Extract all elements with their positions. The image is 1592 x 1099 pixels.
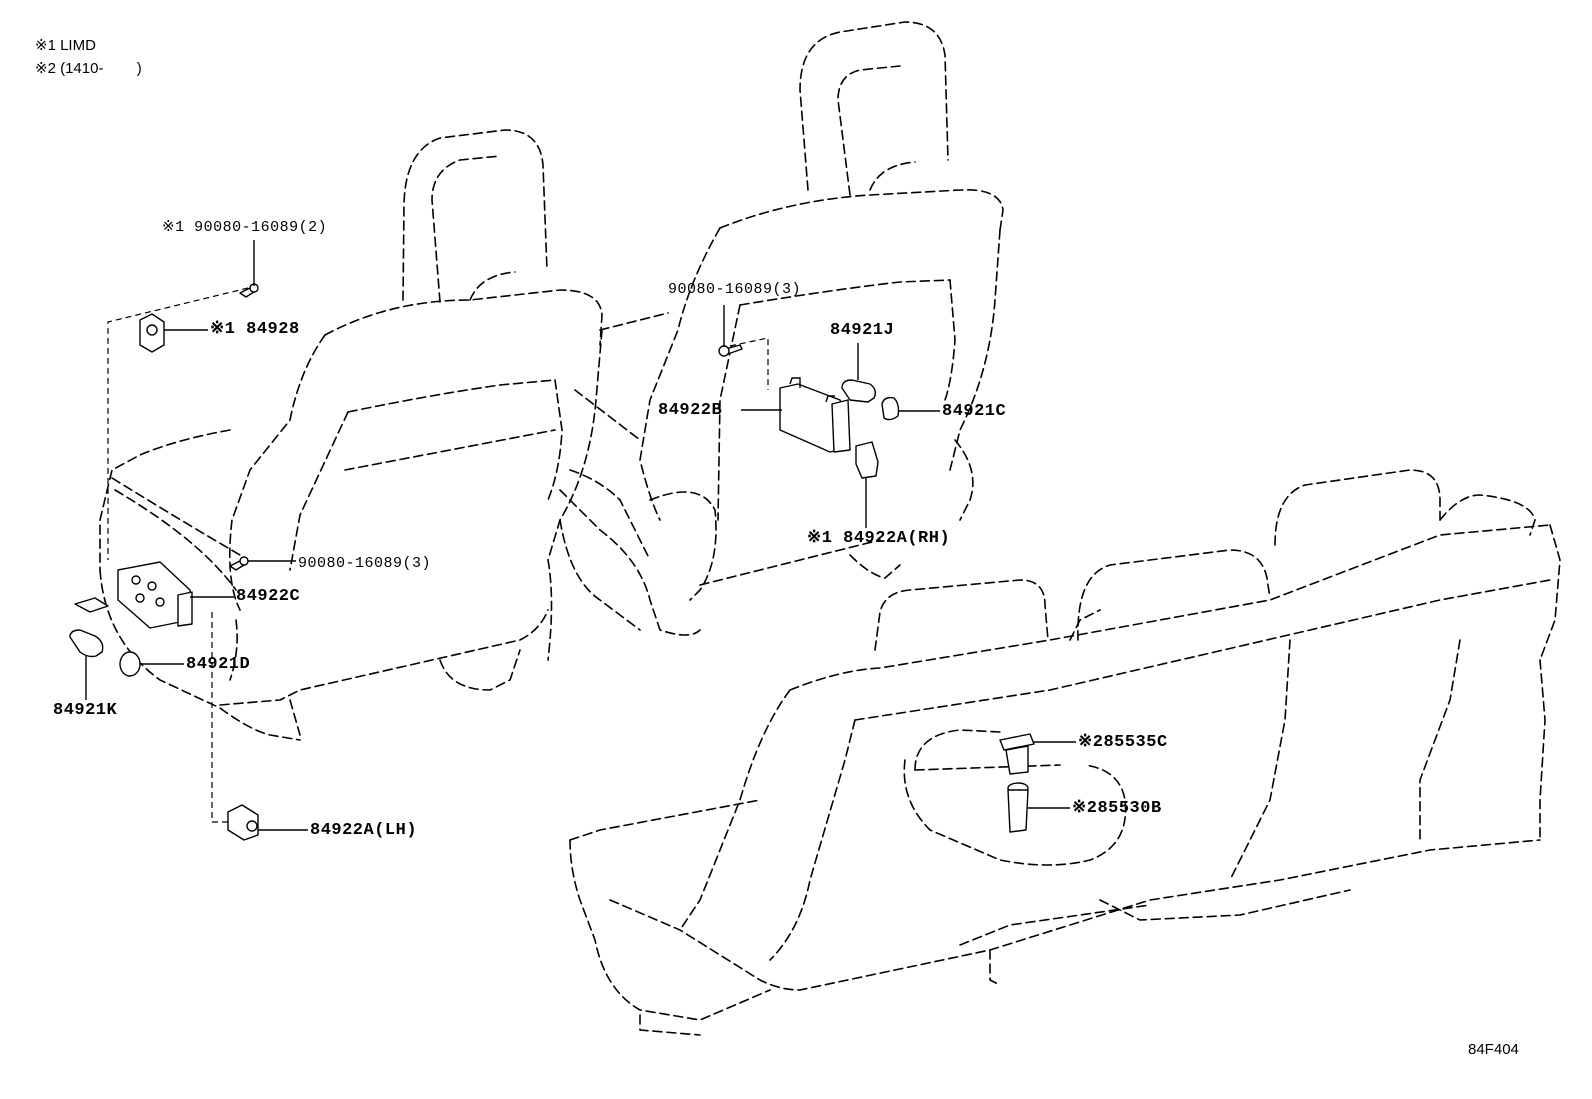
label-84922A-LH: 84922A(LH)	[310, 821, 418, 840]
left-switch-group	[69, 283, 259, 841]
rear-bench-seat	[569, 469, 1561, 1036]
label-85530B: ※285530B	[1072, 799, 1162, 818]
label-84922A-RH: ※1 84922A(RH)	[807, 529, 951, 548]
bolt-icon	[239, 283, 259, 298]
label-bolt-right: 90080-16089(3)	[668, 281, 802, 298]
bolt-icon	[229, 556, 249, 571]
note-1: ※1 LIMD	[35, 37, 96, 54]
label-84921C: 84921C	[942, 402, 1007, 421]
knob-84921J-icon	[841, 379, 877, 403]
right-switch-group	[718, 337, 900, 479]
knob-84921D-icon	[119, 651, 141, 677]
label-84922C: 84922C	[236, 587, 301, 606]
switch-84922A-LH-icon	[227, 804, 259, 841]
label-84921J: 84921J	[830, 321, 895, 340]
label-84928: ※1 84928	[210, 320, 300, 339]
rear-armrest-parts	[999, 733, 1035, 833]
figure-code: 84F404	[1468, 1041, 1519, 1058]
label-bolt-mid: 90080-16089(3)	[298, 555, 432, 572]
switch-84922B-icon	[779, 377, 851, 453]
leader-lines	[85, 240, 1076, 831]
switch-84922A-RH-icon	[855, 441, 879, 479]
note-2: ※2 (1410- )	[35, 60, 142, 77]
sensor-84928-icon	[139, 313, 165, 353]
knob-84921K-icon	[69, 629, 104, 658]
label-84921D: 84921D	[186, 655, 251, 674]
label-84921K: 84921K	[53, 701, 118, 720]
socket-85530B-icon	[1007, 782, 1029, 833]
label-84922B: 84922B	[658, 401, 723, 420]
label-85535C: ※285535C	[1078, 733, 1168, 752]
switch-84922C-icon	[117, 561, 193, 629]
knob-84921C-icon	[881, 396, 900, 421]
label-bolt-top: ※1 90080-16089(2)	[162, 219, 328, 236]
cup-85535C-icon	[999, 733, 1035, 775]
right-front-seat	[559, 21, 1004, 636]
